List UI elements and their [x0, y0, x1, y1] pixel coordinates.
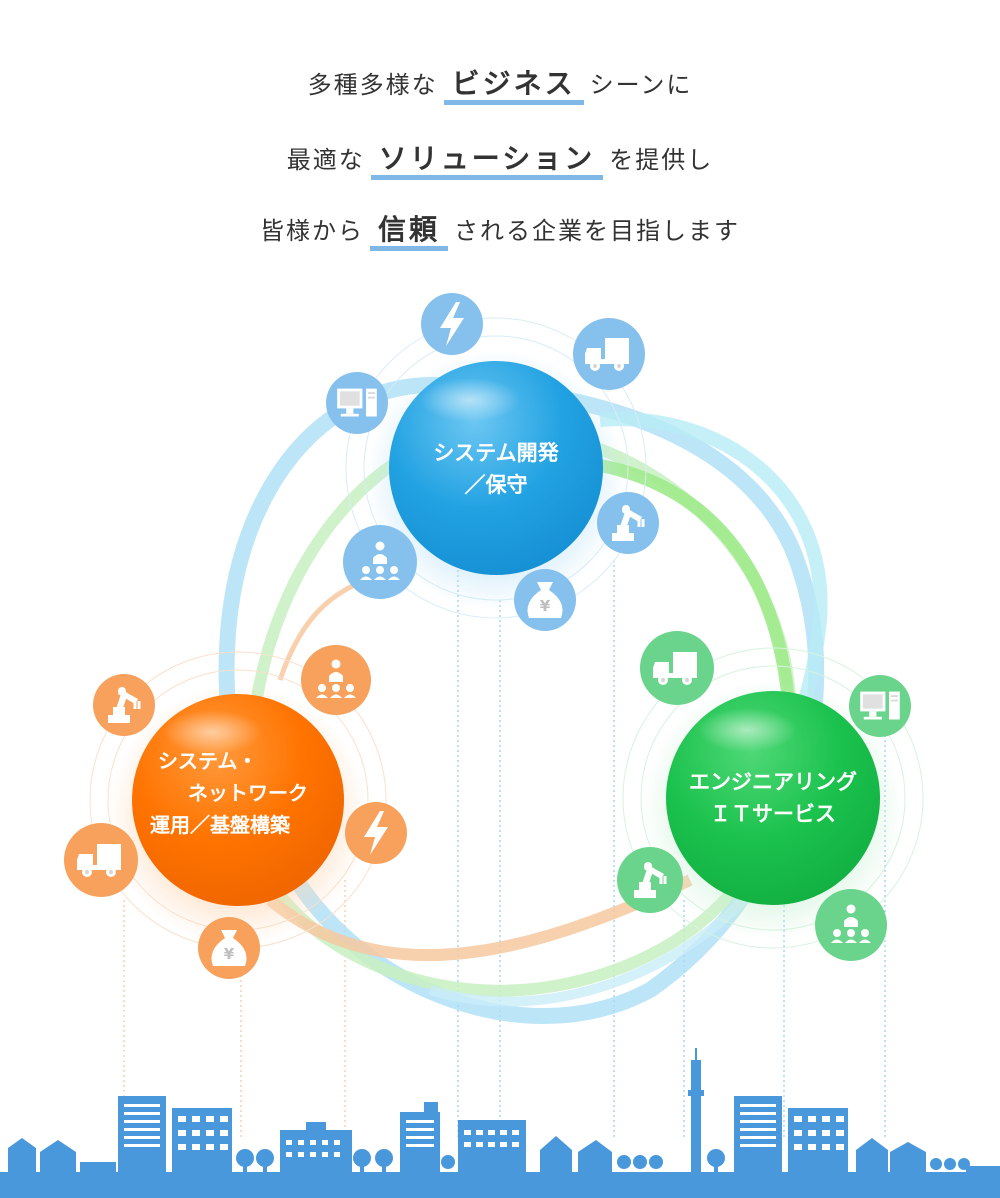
headline-text: 多種多様な	[307, 71, 438, 99]
headline-text: 最適な	[286, 146, 365, 174]
money-bag-icon	[514, 569, 576, 631]
lightning-icon	[345, 802, 407, 864]
headline-text: を提供し	[609, 146, 714, 174]
sphere-label-engineering: エンジニアリング ＩＴサービス	[663, 766, 883, 830]
skyline-windows	[124, 1104, 844, 1157]
headline-text: 皆様から	[259, 217, 364, 245]
computer-icon	[326, 372, 388, 434]
robot-arm-icon	[617, 847, 683, 913]
sphere-label-line: ネットワーク	[188, 781, 308, 805]
sphere-label-line: システム・	[158, 749, 258, 773]
sphere-label-operations: システム・ ネットワーク 運用／基盤構築	[150, 745, 340, 841]
sphere-label-line: ／保守	[464, 473, 528, 497]
truck-icon	[573, 318, 645, 390]
robot-arm-icon	[597, 492, 659, 554]
sphere-system-development	[389, 361, 603, 575]
sphere-engineering	[666, 691, 880, 905]
truck-icon	[64, 823, 138, 897]
people-group-icon	[301, 645, 371, 715]
truck-icon	[640, 631, 714, 705]
sphere-label-line: システム開発	[433, 441, 559, 465]
headline-text: シーンに	[589, 71, 693, 99]
sphere-label-line: ＩＴサービス	[710, 802, 836, 826]
robot-arm-icon	[93, 674, 155, 736]
sphere-system-operations	[132, 694, 344, 906]
connector-lines	[123, 560, 886, 1140]
sphere-label-line: 運用／基盤構築	[150, 813, 290, 837]
lightning-icon	[421, 293, 483, 355]
sphere-label-line: エンジニアリング	[689, 770, 857, 794]
headline-text: される企業を目指します	[454, 217, 740, 245]
people-group-icon	[343, 525, 417, 599]
sphere-label-development: システム開発 ／保守	[396, 437, 596, 501]
computer-icon	[849, 675, 911, 737]
people-group-icon	[815, 889, 887, 961]
city-skyline	[0, 1048, 1000, 1198]
money-bag-icon	[198, 917, 260, 979]
